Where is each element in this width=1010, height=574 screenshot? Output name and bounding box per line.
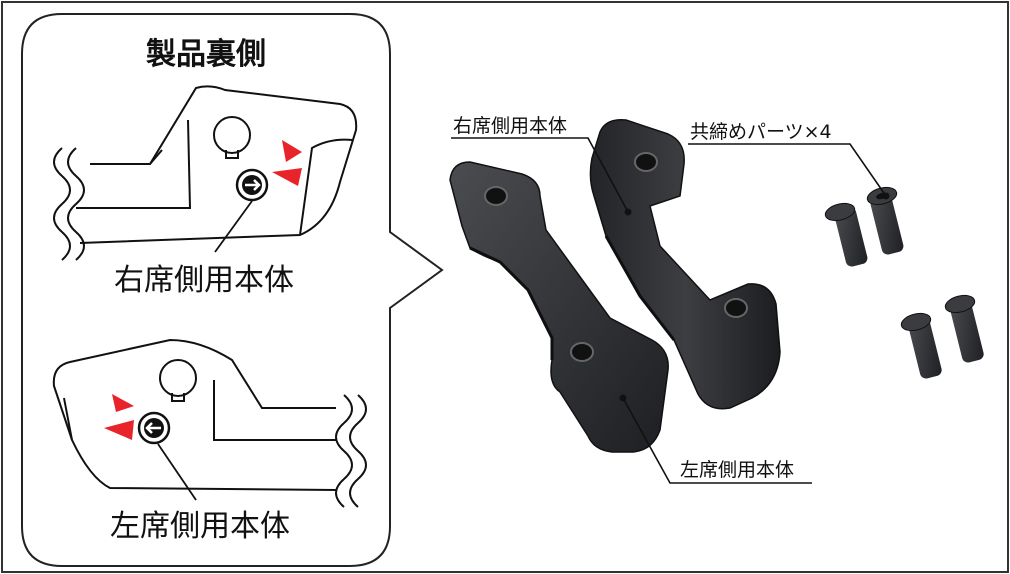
- callout-dot: [624, 208, 632, 216]
- fastener-part: [900, 312, 942, 379]
- red-pointer-icon: [272, 140, 302, 186]
- right-part-back-drawing: [53, 85, 358, 261]
- left-part-back-drawing: [52, 338, 367, 508]
- callout-parts-leader: [688, 143, 887, 197]
- arrow-right-icon: [235, 168, 269, 202]
- left-seat-body-part: [449, 161, 669, 453]
- panel-title: 製品裏側: [146, 37, 266, 72]
- panel-left-label: 左席側用本体: [110, 509, 290, 544]
- callout-right-body-leader: [451, 137, 629, 213]
- right-seat-body-part: [589, 119, 781, 410]
- fastener-part: [944, 294, 984, 363]
- left-label-leader: [157, 443, 197, 501]
- panel-right-label: 右席側用本体: [114, 263, 294, 298]
- fastener-part: [824, 202, 868, 267]
- right-label-leader: [214, 200, 253, 253]
- callout-right-body: 右席側用本体: [453, 115, 567, 137]
- red-pointer-icon: [104, 394, 134, 440]
- callout-left-body: 左席側用本体: [680, 459, 794, 481]
- callout-dot: [882, 192, 890, 200]
- fastener-part: [866, 186, 904, 255]
- arrow-left-icon: [137, 411, 171, 445]
- callout-parts: 共締めパーツ×4: [690, 121, 832, 143]
- callout-left-body-leader: [622, 397, 812, 484]
